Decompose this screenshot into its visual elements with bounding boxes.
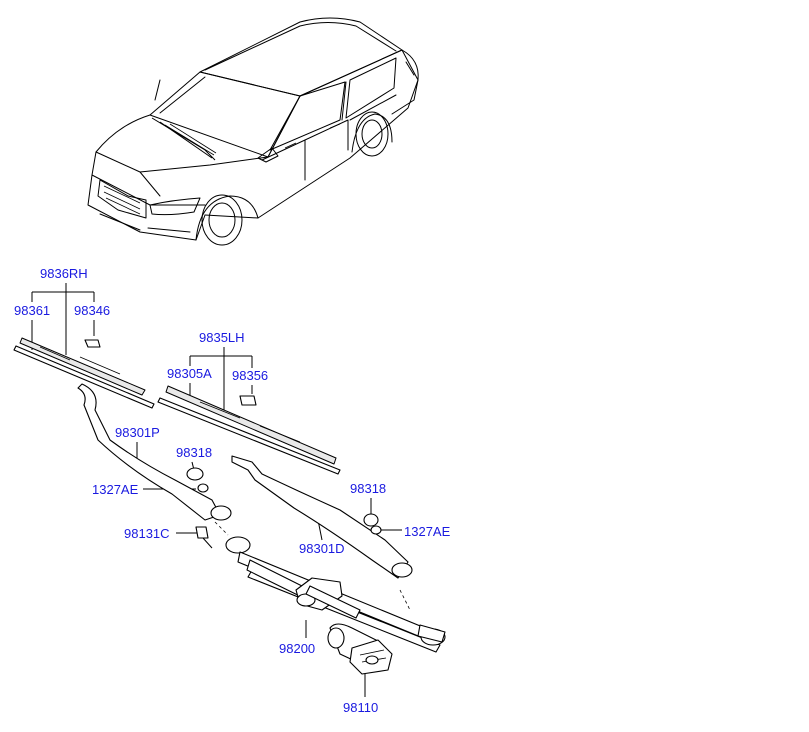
label-98110: 98110 xyxy=(343,700,378,715)
cap-98318-right xyxy=(363,513,379,527)
label-98346: 98346 xyxy=(74,303,110,318)
label-98200: 98200 xyxy=(279,641,315,656)
wiper-motor-98110 xyxy=(327,623,393,675)
wiper-blade-rh xyxy=(13,337,155,409)
nut-1327AE-right xyxy=(370,525,382,535)
label-1327AE-left: 1327AE xyxy=(92,482,139,497)
label-98318-left: 98318 xyxy=(176,445,212,460)
label-98356: 98356 xyxy=(232,368,268,383)
label-98361: 98361 xyxy=(14,303,50,318)
cap-98318-left xyxy=(186,467,204,481)
part-labels: 9836RH 98361 98346 9835LH 98305A 98356 9… xyxy=(14,266,451,715)
wiper-linkage xyxy=(214,521,446,653)
wiper-arm-98301P xyxy=(77,383,232,521)
vehicle-illustration xyxy=(87,17,419,246)
label-1327AE-right: 1327AE xyxy=(404,524,451,539)
label-98301P: 98301P xyxy=(115,425,160,440)
label-98318-right: 98318 xyxy=(350,481,386,496)
wiper-blade-lh xyxy=(157,385,341,475)
label-98301D: 98301D xyxy=(299,541,345,556)
label-98305A: 98305A xyxy=(167,366,212,381)
label-9836RH: 9836RH xyxy=(40,266,88,281)
bolt-98131C xyxy=(195,526,213,549)
label-9835LH: 9835LH xyxy=(199,330,245,345)
nut-1327AE-left xyxy=(197,483,209,493)
label-98131C: 98131C xyxy=(124,526,170,541)
wiper-arm-98301D xyxy=(231,455,413,579)
